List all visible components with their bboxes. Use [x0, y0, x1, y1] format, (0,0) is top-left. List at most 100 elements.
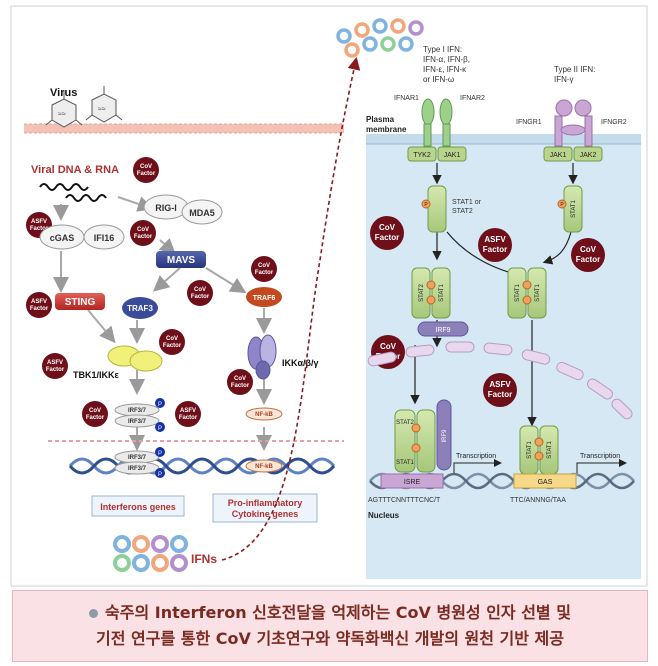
transcription-label: Transcription: [456, 453, 496, 460]
svg-text:CoV: CoV: [166, 336, 178, 342]
cov-factor-badge: CoV Factor: [370, 216, 404, 250]
asfv-factor-badge: ASFV Factor: [175, 401, 201, 427]
jak2-box: JAK2: [573, 146, 603, 162]
left-panel: Virus ≈≈ ≈≈ Viral DNA & RNA: [24, 56, 361, 572]
stat1-or-stat2-label: STAT2: [452, 208, 473, 215]
rig-i-node: RIG-I: [143, 194, 189, 220]
svg-text:CoV: CoV: [89, 408, 101, 414]
ifnar2-label: IFNAR2: [460, 95, 485, 102]
right-panel: Type I IFN: IFN-α, IFN-β, IFN-ε, IFN-κ o…: [336, 18, 641, 579]
svg-text:ASFV: ASFV: [31, 219, 47, 225]
stat-monomer: P: [421, 185, 447, 233]
svg-text:CoV: CoV: [140, 164, 152, 170]
nfkb-nucleus: NF-kB: [245, 459, 283, 473]
plasma-membrane: [366, 134, 641, 144]
stat1-stat1-dimer: STAT1 STAT1: [507, 267, 547, 319]
svg-text:CoV: CoV: [258, 263, 270, 269]
tyk2-label: TYK2: [413, 152, 431, 159]
cgas-label: cGAS: [50, 233, 75, 243]
sting-label: STING: [65, 297, 96, 308]
cov-factor-badge: CoV Factor: [571, 238, 605, 272]
nfkb-cytoplasm: NF-kB: [245, 407, 283, 421]
svg-text:Factor: Factor: [86, 415, 105, 421]
jak1-box: JAK1: [543, 146, 573, 162]
svg-text:Factor: Factor: [30, 226, 49, 232]
virus-particle-icon: ≈≈ ≈≈: [45, 86, 123, 128]
gas-element: GAS: [513, 473, 577, 489]
ifns-label: IFNs: [191, 552, 217, 566]
bullet-icon: [89, 609, 99, 618]
type1-ifn-line: IFN-α, IFN-β,: [423, 55, 470, 64]
mavs-node: MAVS: [156, 251, 206, 268]
cov-factor-badge: CoV Factor: [159, 329, 185, 355]
irf37-label: IRF3/7: [128, 466, 147, 472]
phospho-label: P: [158, 451, 162, 457]
irf37-label: IRF3/7: [128, 408, 147, 414]
stat1-monomer: P STAT1: [557, 185, 583, 233]
gaf-complex: STAT1 STAT1: [519, 425, 559, 475]
viral-dna-rna-label: Viral DNA & RNA: [31, 164, 119, 176]
stat1-label: STAT1: [571, 199, 577, 217]
svg-text:Factor: Factor: [179, 415, 198, 421]
svg-text:ASFV: ASFV: [489, 380, 511, 389]
caption-text-1: 숙주의 Interferon 신호전달을 억제하는 CoV 병원성 인자 선별 …: [105, 603, 571, 622]
type2-ifn-line: IFN-γ: [554, 75, 574, 84]
asfv-factor-badge: ASFV Factor: [483, 373, 517, 407]
ifnar1-label: IFNAR1: [394, 95, 419, 102]
type1-ifn-line: Type I IFN:: [423, 45, 462, 54]
caption-box: 숙주의 Interferon 신호전달을 억제하는 CoV 병원성 인자 선별 …: [12, 590, 648, 662]
ifn-beads-icon: [113, 535, 188, 572]
cov-factor-badge: CoV Factor: [227, 369, 253, 395]
svg-text:Factor: Factor: [191, 294, 210, 300]
svg-text:Factor: Factor: [375, 233, 399, 242]
proinflammatory-label: Pro-inflammatory: [228, 498, 303, 508]
tyk2-box: TYK2: [407, 146, 437, 162]
ikk-label: IKKα/β/γ: [282, 358, 319, 368]
nuclear-envelope: [367, 341, 633, 420]
traf3-label: TRAF3: [127, 304, 153, 313]
ifngr-receptor: [554, 99, 593, 147]
svg-text:CoV: CoV: [234, 376, 246, 382]
secretion-arrow: [221, 56, 361, 561]
proinflammatory-genes-box: Pro-inflammatory Cytokine genes: [212, 493, 318, 523]
stat2-label: STAT2: [419, 283, 425, 301]
ikk-complex-node: IKKα/β/γ: [247, 334, 319, 380]
irf9-label: IRF9: [442, 429, 448, 443]
phospho-label: P: [158, 402, 162, 408]
svg-text:ASFV: ASFV: [47, 360, 63, 366]
asfv-factor-badge: ASFV Factor: [26, 292, 52, 318]
rna-strand-icon: [65, 194, 107, 202]
mavs-label: MAVS: [167, 255, 195, 266]
jak1-label: JAK1: [444, 152, 461, 159]
transcription-arrow: [453, 459, 502, 475]
rig-i-label: RIG-I: [155, 203, 177, 213]
irf37-label: IRF3/7: [128, 455, 147, 461]
phospho-label: P: [158, 472, 162, 478]
cell-membrane-left: [24, 124, 344, 133]
stat1-label: STAT1: [535, 283, 541, 301]
ifngr2-label: IFNGR2: [601, 119, 627, 126]
jak1-box: JAK1: [437, 146, 467, 162]
jak1-label: JAK1: [550, 152, 567, 159]
svg-text:CoV: CoV: [194, 287, 206, 293]
irf37-label: IRF3/7: [128, 419, 147, 425]
plasma-membrane-label: membrane: [366, 125, 407, 134]
transcription-arrow: [576, 459, 627, 475]
asfv-factor-badge: ASFV Factor: [42, 353, 68, 379]
ifn-beads-top-icon: [336, 18, 424, 58]
svg-text:CoV: CoV: [380, 342, 397, 351]
svg-text:Factor: Factor: [488, 390, 512, 399]
cov-factor-badge: CoV Factor: [251, 256, 277, 282]
stat1-label: STAT1: [515, 283, 521, 301]
cgas-node: cGAS: [39, 224, 85, 250]
cytokine-genes-label: Cytokine genes: [232, 509, 299, 519]
nfkb-label: NF-kB: [255, 464, 273, 470]
phospho-label: P: [158, 426, 162, 432]
mda5-label: MDA5: [189, 208, 215, 218]
cov-factor-badge: CoV Factor: [82, 401, 108, 427]
jak2-label: JAK2: [580, 152, 597, 159]
tbk1-label: TBK1/IKKε: [73, 370, 120, 380]
gas-label: GAS: [538, 479, 553, 486]
asfv-factor-badge: ASFV Factor: [478, 228, 512, 262]
transcription-label: Transcription: [580, 453, 620, 460]
